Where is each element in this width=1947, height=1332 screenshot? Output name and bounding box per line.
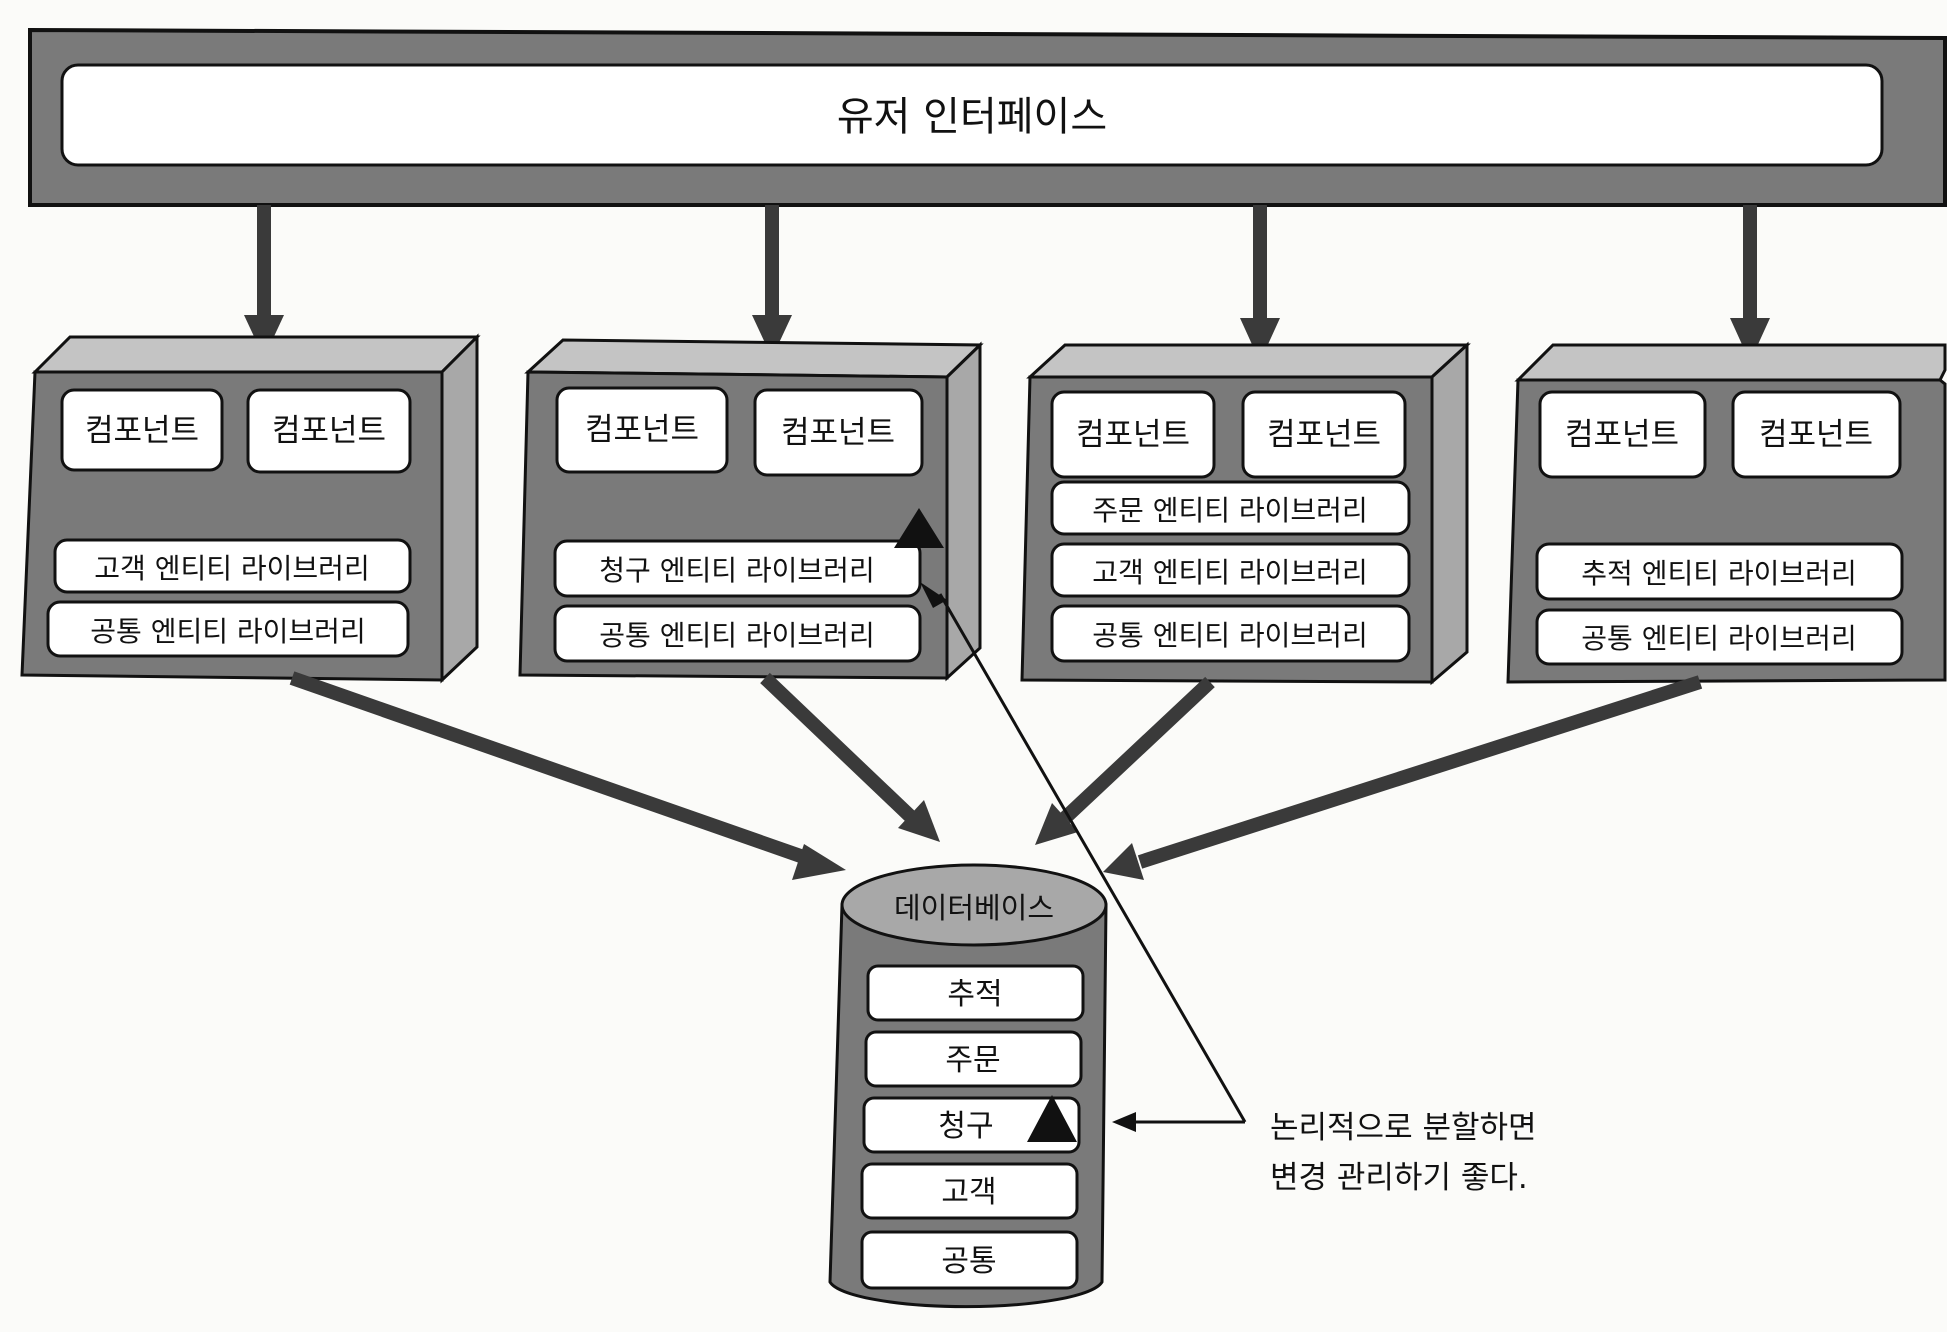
db-partition-tracking: 추적: [866, 964, 1085, 1022]
billing-library-marker-icon: [894, 508, 944, 548]
annotation-line-2: 변경 관리하기 좋다.: [1270, 1160, 1528, 1196]
component-3-2: 컴포넌트: [1241, 390, 1407, 479]
callout-arrowhead-up-icon: [920, 582, 947, 608]
ui-arrow-1: [244, 205, 284, 358]
svg-text:고객 엔티티 라이브러리: 고객 엔티티 라이브러리: [94, 552, 369, 585]
library-3-3: 공통 엔티티 라이브러리: [1050, 604, 1411, 663]
db-arrow-3: [1060, 676, 1215, 824]
component-1-1: 컴포넌트: [60, 388, 224, 472]
user-interface-bar: 유저 인터페이스: [28, 27, 1947, 207]
db-arrow-2: [760, 672, 917, 824]
library-3-2: 고객 엔티티 라이브러리: [1050, 542, 1411, 598]
db-arrow-1: [289, 671, 815, 867]
svg-text:공통 엔티티 라이브러리: 공통 엔티티 라이브러리: [90, 615, 365, 648]
component-4-1: 컴포넌트: [1538, 390, 1707, 479]
library-4-1: 추적 엔티티 라이브러리: [1535, 542, 1904, 601]
service-box-4: 컴포넌트 컴포넌트 추적 엔티티 라이브러리 공통 엔티티 라이브러리: [1506, 343, 1947, 684]
svg-text:추적 엔티티 라이브러리: 추적 엔티티 라이브러리: [1581, 557, 1856, 590]
callout-arrowhead-left-icon: [1112, 1112, 1136, 1132]
db-partition-order: 주문: [864, 1030, 1083, 1088]
svg-text:컴포넌트: 컴포넌트: [781, 415, 895, 451]
svg-text:컴포넌트: 컴포넌트: [1565, 417, 1679, 453]
ui-to-service-arrows: [244, 205, 1770, 362]
ui-arrow-4: [1730, 205, 1770, 362]
service-to-database-arrows: [289, 671, 1703, 880]
library-2-1: 청구 엔티티 라이브러리: [553, 539, 922, 598]
component-3-1: 컴포넌트: [1050, 390, 1216, 479]
svg-text:공통 엔티티 라이브러리: 공통 엔티티 라이브러리: [599, 619, 874, 652]
component-2-2: 컴포넌트: [753, 388, 924, 477]
svg-text:컴포넌트: 컴포넌트: [85, 413, 199, 449]
svg-text:주문 엔티티 라이브러리: 주문 엔티티 라이브러리: [1092, 494, 1367, 527]
svg-text:주문: 주문: [945, 1043, 1000, 1078]
database-cylinder: 데이터베이스 추적 주문 청구 고객 공통: [828, 863, 1108, 1309]
component-4-2: 컴포넌트: [1731, 390, 1902, 479]
user-interface-label: 유저 인터페이스: [837, 94, 1107, 140]
ui-arrow-2: [752, 205, 792, 358]
svg-text:청구 엔티티 라이브러리: 청구 엔티티 라이브러리: [599, 554, 874, 587]
db-arrow-4: [1137, 675, 1703, 869]
database-title: 데이터베이스: [894, 891, 1054, 925]
annotation-callout: 논리적으로 분할하면 변경 관리하기 좋다.: [894, 508, 1537, 1196]
svg-text:컴포넌트: 컴포넌트: [1267, 417, 1381, 453]
svg-text:고객 엔티티 라이브러리: 고객 엔티티 라이브러리: [1092, 556, 1367, 589]
service-box-1: 컴포넌트 컴포넌트 고객 엔티티 라이브러리 공통 엔티티 라이브러리: [20, 333, 481, 684]
library-3-1: 주문 엔티티 라이브러리: [1050, 480, 1411, 536]
db-partition-common: 공통: [860, 1230, 1079, 1290]
user-interface-pill: [60, 63, 1884, 167]
db-partition-customer: 고객: [860, 1162, 1079, 1220]
component-2-1: 컴포넌트: [555, 386, 729, 474]
svg-text:공통 엔티티 라이브러리: 공통 엔티티 라이브러리: [1092, 619, 1367, 652]
service-box-3: 컴포넌트 컴포넌트 주문 엔티티 라이브러리 고객 엔티티 라이브러리 공통 엔…: [1020, 341, 1471, 686]
svg-text:공통: 공통: [941, 1244, 996, 1279]
library-2-2: 공통 엔티티 라이브러리: [553, 604, 922, 663]
db-partition-billing: 청구: [862, 1095, 1081, 1154]
svg-text:컴포넌트: 컴포넌트: [585, 412, 699, 448]
svg-text:공통 엔티티 라이브러리: 공통 엔티티 라이브러리: [1581, 622, 1856, 655]
component-1-2: 컴포넌트: [246, 388, 412, 474]
svg-text:컴포넌트: 컴포넌트: [272, 413, 386, 449]
annotation-line-1: 논리적으로 분할하면: [1270, 1110, 1537, 1146]
svg-text:청구: 청구: [938, 1109, 993, 1144]
svg-text:추적: 추적: [947, 977, 1002, 1012]
library-4-2: 공통 엔티티 라이브러리: [1535, 608, 1904, 666]
library-1-1: 고객 엔티티 라이브러리: [53, 538, 412, 594]
billing-marker-icon: [1027, 1095, 1077, 1142]
svg-text:고객: 고객: [941, 1175, 996, 1210]
service-box-2: 컴포넌트 컴포넌트 청구 엔티티 라이브러리 공통 엔티티 라이브러리: [518, 338, 984, 682]
svg-text:컴포넌트: 컴포넌트: [1076, 417, 1190, 453]
svg-text:컴포넌트: 컴포넌트: [1759, 417, 1873, 453]
ui-arrow-3: [1240, 205, 1280, 362]
library-1-2: 공통 엔티티 라이브러리: [46, 600, 410, 658]
